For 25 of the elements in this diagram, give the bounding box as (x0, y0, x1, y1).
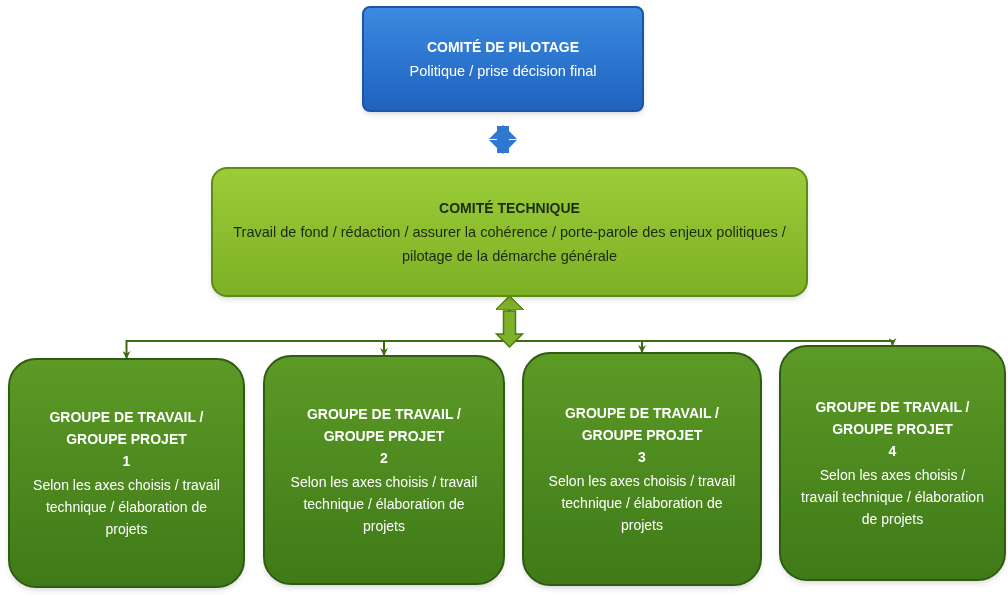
box-heading: GROUPE DE TRAVAIL / GROUPE PROJET (564, 404, 720, 445)
box-description: Selon les axes choisis / travail technique / élaboration de projets (32, 476, 221, 539)
box-heading: GROUPE DE TRAVAIL / GROUPE PROJET (814, 398, 971, 439)
committee-box (362, 6, 644, 112)
work-group-box (8, 358, 245, 588)
double-arrow (494, 310, 525, 349)
work-group-box (263, 355, 505, 585)
box-description: Selon les axes choisis / travail technique / élaboration de projets (547, 472, 737, 535)
box-description: Politique / prise décision final (409, 62, 597, 81)
box-heading: GROUPE DE TRAVAIL / GROUPE PROJET (306, 405, 462, 446)
group-number: 3 (638, 448, 646, 467)
box-heading: COMITÉ DE PILOTAGE (426, 38, 580, 57)
box-description: Selon les axes choisis / travail technique / élaboration de projets (801, 466, 984, 529)
work-group-box (779, 345, 1006, 581)
group-number: 1 (122, 452, 131, 471)
box-description: Selon les axes choisis / travail technique / élaboration de projets (289, 473, 479, 536)
group-number: 2 (380, 449, 388, 468)
double-arrow (489, 125, 517, 154)
group-number: 4 (888, 442, 897, 461)
box-description: Travail de fond / rédaction / assurer la cohérence / porte-parole des enjeux politiques / pilotage de la démarche générale (232, 223, 787, 266)
connector-arrow (495, 295, 897, 346)
work-group-box (522, 352, 762, 586)
committee-box (211, 167, 808, 297)
box-heading: COMITÉ TECHNIQUE (439, 199, 580, 218)
box-heading: GROUPE DE TRAVAIL / GROUPE PROJET (48, 408, 205, 449)
